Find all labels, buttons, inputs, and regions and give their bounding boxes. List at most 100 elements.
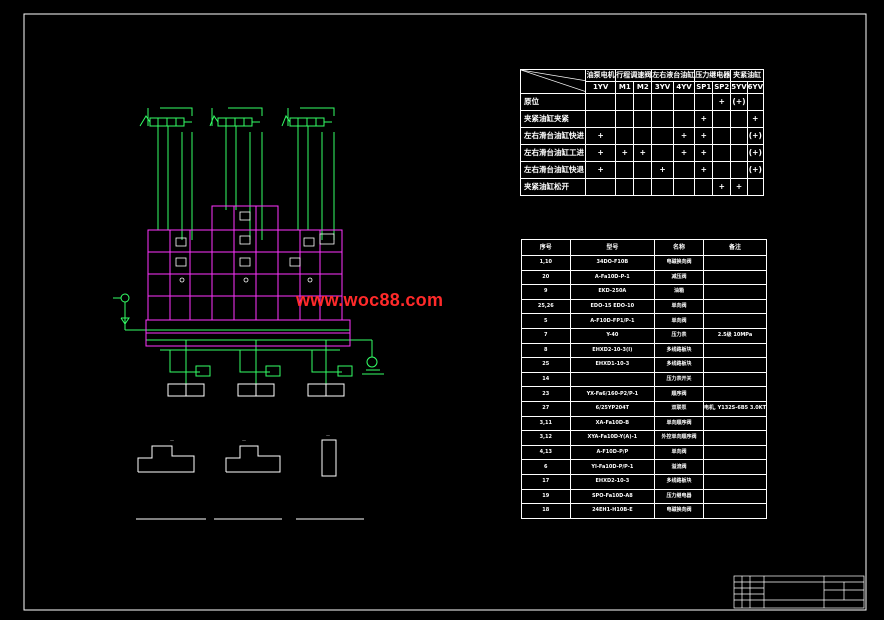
parts-cell-model: A-F10D-FP1/P-1 <box>569 313 656 329</box>
parts-cell-model: 24EH1-H10B-E <box>569 503 656 519</box>
seq-mark-cell <box>712 127 732 145</box>
seq-mark-cell <box>694 178 714 196</box>
seq-mark-cell <box>633 110 653 128</box>
seq-step-name: 左右滑台油缸快退 <box>520 161 586 179</box>
parts-cell-no: 5 <box>521 313 571 329</box>
seq-group-pressure-relay: 压力继电器 <box>694 69 732 82</box>
seq-group-pump: 油泵电机 <box>584 69 617 82</box>
parts-cell-model: Y-40 <box>569 327 656 344</box>
seq-mark-cell <box>633 161 653 179</box>
seq-mark-cell: + <box>694 127 714 145</box>
seq-mark-cell: + <box>694 110 714 128</box>
valve-head-2 <box>209 114 260 127</box>
seq-code: 5YV <box>730 81 748 94</box>
seq-mark-cell <box>730 127 748 145</box>
seq-mark-cell: + <box>672 127 696 145</box>
seq-mark-cell <box>615 161 635 179</box>
seq-step-name: 左右滑台油缸快进 <box>520 127 586 145</box>
valve-manifold <box>145 205 351 347</box>
parts-cell-name: 压力表 <box>654 327 704 344</box>
parts-cell-name: 电磁换向阀 <box>654 255 704 271</box>
parts-cell-model: XYA-Fa10D-Y(A)-1 <box>569 430 656 446</box>
seq-mark-cell: + <box>694 161 714 179</box>
seq-mark-cell <box>672 178 696 196</box>
seq-mark-cell <box>633 93 653 111</box>
parts-col-no: 序号 <box>521 239 571 256</box>
seq-mark-cell: (+) <box>730 93 748 111</box>
seq-mark-cell <box>615 110 635 128</box>
seq-mark-cell <box>730 144 748 162</box>
seq-mark-cell <box>746 178 765 196</box>
watermark-text: www.woc88.com <box>296 290 444 310</box>
parts-cell-model: EDO-15 EDO-10 <box>569 298 656 315</box>
parts-cell-no: 9 <box>521 284 571 300</box>
parts-cell-no: 1,10 <box>521 255 571 271</box>
parts-cell-name: 单向阀 <box>654 444 704 461</box>
parts-cell-remark <box>702 415 768 432</box>
seq-row: 左右滑台油缸工进+++++(+) <box>520 144 765 162</box>
seq-mark-cell: + <box>633 144 653 162</box>
electromagnet-sequence-table: 油泵电机 行程调速阀 左右液台油缸 压力继电器 夹紧油缸 1YV M1 M2 3… <box>520 69 765 196</box>
parts-cell-no: 4,13 <box>521 444 571 461</box>
seq-row: 夹紧油缸松开++ <box>520 178 765 196</box>
cylinders <box>167 365 353 397</box>
parts-cell-remark <box>702 430 768 446</box>
parts-cell-remark <box>702 357 768 373</box>
parts-cell-remark <box>702 298 768 315</box>
parts-cell-no: 8 <box>521 342 571 359</box>
seq-code: 4YV <box>672 81 696 94</box>
seq-mark-cell: (+) <box>746 127 765 145</box>
seq-mark-cell: + <box>694 144 714 162</box>
parts-cell-name: 油箱 <box>654 284 704 300</box>
seq-mark-cell: + <box>584 127 617 145</box>
parts-header-row: 序号 型号 名称 备注 <box>521 239 768 256</box>
seq-mark-cell <box>712 144 732 162</box>
seq-body: 原位+(+)夹紧油缸夹紧++左右滑台油缸快进+++(+)左右滑台油缸工进++++… <box>520 93 765 196</box>
seq-row: 左右滑台油缸快进+++(+) <box>520 127 765 145</box>
seq-step-name: 夹紧油缸松开 <box>520 178 586 196</box>
section-mark: — <box>170 438 174 443</box>
parts-cell-name: 溢流阀 <box>654 459 704 475</box>
parts-cell-remark <box>702 386 768 402</box>
seq-mark-cell <box>615 127 635 145</box>
parts-col-remark: 备注 <box>702 239 768 256</box>
seq-code: M2 <box>633 81 653 94</box>
seq-mark-cell <box>633 127 653 145</box>
seq-mark-cell <box>672 93 696 111</box>
seq-code: SP1 <box>694 81 714 94</box>
parts-cell-name: 单向阀 <box>654 298 704 315</box>
manifold-valve-symbols <box>175 211 335 283</box>
parts-cell-remark <box>702 473 768 490</box>
seq-mark-cell <box>651 127 674 145</box>
parts-cell-remark <box>702 313 768 329</box>
parts-cell-model <box>569 371 656 388</box>
seq-mark-cell <box>730 110 748 128</box>
seq-mark-cell: + <box>746 110 765 128</box>
parts-cell-model: EKD-250A <box>569 284 656 300</box>
parts-cell-no: 3,12 <box>521 430 571 446</box>
parts-cell-name: 单向阀 <box>654 313 704 329</box>
parts-cell-no: 27 <box>521 400 571 417</box>
seq-mark-cell <box>672 161 696 179</box>
seq-code: 3YV <box>651 81 674 94</box>
seq-row: 原位+(+) <box>520 93 765 111</box>
parts-cell-name: 顺序阀 <box>654 386 704 402</box>
hydraulic-circuit <box>113 107 384 384</box>
seq-group-slide-cyl: 左右液台油缸 <box>651 69 696 82</box>
parts-cell-model: EHXD2-10-3(I) <box>569 342 656 359</box>
seq-mark-cell: + <box>584 161 617 179</box>
seq-mark-cell <box>694 93 714 111</box>
parts-cell-remark <box>702 371 768 388</box>
seq-mark-cell: + <box>712 178 732 196</box>
seq-mark-cell <box>651 93 674 111</box>
seq-mark-cell <box>633 178 653 196</box>
